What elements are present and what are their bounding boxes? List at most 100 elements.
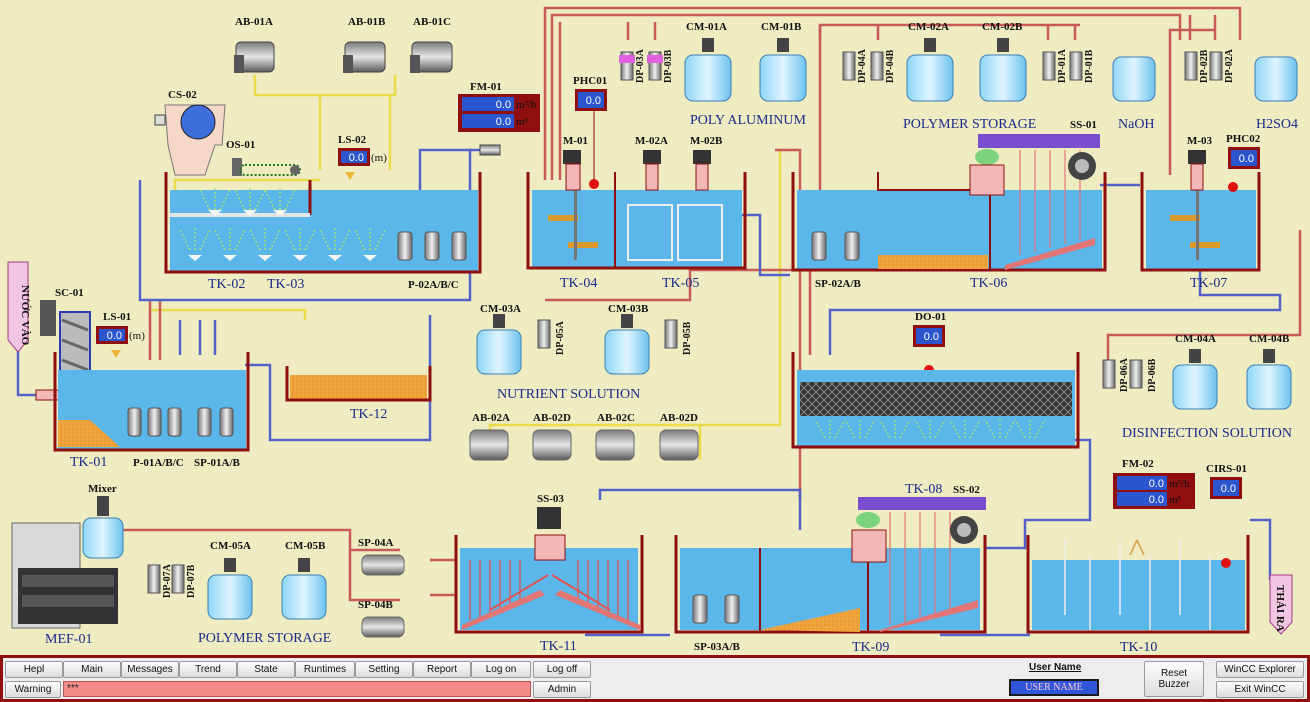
messages-button[interactable]: Messages xyxy=(121,661,179,678)
sludge-scraper-ss03[interactable] xyxy=(534,507,566,561)
coarse-screen-cs02[interactable] xyxy=(154,104,226,176)
warning-button[interactable]: Warning xyxy=(5,681,61,698)
tk07-label: TK-07 xyxy=(1190,276,1227,291)
mixer-tank[interactable] xyxy=(82,496,124,559)
pump-sp02b[interactable] xyxy=(844,231,860,261)
pump-p02c[interactable] xyxy=(451,231,467,261)
chem-tank-cm04a[interactable] xyxy=(1172,349,1218,410)
phc01-label: PHC01 xyxy=(573,75,607,87)
air-blower-ab01b[interactable] xyxy=(343,41,386,73)
main-button[interactable]: Main xyxy=(63,661,121,678)
dosing-pump-dp04b[interactable] xyxy=(870,51,884,81)
dosing-pump-dp04a[interactable] xyxy=(842,51,856,81)
dosing-pump-dp02a[interactable] xyxy=(1209,51,1223,81)
tank-tk07 xyxy=(1140,172,1261,272)
pump-p01c[interactable] xyxy=(167,407,182,437)
chem-tank-cm03a[interactable] xyxy=(476,314,522,375)
cm03b-label: CM-03B xyxy=(608,303,649,315)
setting-button[interactable]: Setting xyxy=(355,661,413,678)
tank-tk10 xyxy=(1026,535,1250,634)
oil-skimmer-os01[interactable] xyxy=(232,158,301,176)
process-diagram: AB-01A AB-01B AB-01C CS-02 OS-01 LS-02 0… xyxy=(7,6,1302,655)
mixer-m02b[interactable] xyxy=(693,150,711,191)
air-blower-ab02d-1[interactable] xyxy=(532,429,572,461)
pump-sp01a[interactable] xyxy=(197,407,212,437)
mixer-m02a[interactable] xyxy=(643,150,661,191)
chem-tank-cm02b[interactable] xyxy=(979,38,1027,102)
dosing-pump-dp03a[interactable] xyxy=(619,51,635,81)
pump-sp02a[interactable] xyxy=(811,231,827,261)
ab02d1-label: AB-02D xyxy=(533,412,571,424)
dosing-pump-dp05b[interactable] xyxy=(664,319,678,349)
inlet-arrow xyxy=(7,261,29,353)
chem-tank-cm05b[interactable] xyxy=(281,558,327,620)
ls02-unit: (m) xyxy=(371,152,387,164)
trend-button[interactable]: Trend xyxy=(179,661,237,678)
ph-probe-phc02 xyxy=(1228,182,1238,192)
pump-sp03a[interactable] xyxy=(692,594,708,624)
cm04a-label: CM-04A xyxy=(1175,333,1216,345)
pump-sp01b[interactable] xyxy=(219,407,234,437)
dosing-pump-dp01a[interactable] xyxy=(1042,51,1056,81)
chem-tank-cm02a[interactable] xyxy=(906,38,954,102)
chem-tank-h2so4[interactable] xyxy=(1254,56,1298,102)
tk06-label: TK-06 xyxy=(970,276,1007,291)
disinfection-solution-label: DISINFECTION SOLUTION xyxy=(1122,426,1292,441)
dosing-pump-dp02b[interactable] xyxy=(1184,51,1198,81)
nutrient-solution-label: NUTRIENT SOLUTION xyxy=(497,387,640,402)
dosing-pump-dp01b[interactable] xyxy=(1069,51,1083,81)
wincc-explorer-button[interactable]: WinCC Explorer xyxy=(1216,661,1304,678)
mixer-m01[interactable] xyxy=(563,150,581,191)
dosing-pump-dp06a[interactable] xyxy=(1102,359,1116,389)
chem-tank-cm04b[interactable] xyxy=(1246,349,1292,410)
dosing-pump-dp03b[interactable] xyxy=(647,51,663,81)
tk05-label: TK-05 xyxy=(662,276,699,291)
alarm-line: *** xyxy=(63,681,531,697)
pump-p02b[interactable] xyxy=(424,231,440,261)
help-button[interactable]: Hepl xyxy=(5,661,63,678)
sludge-scraper-ss02[interactable] xyxy=(950,516,978,544)
chem-tank-cm01b[interactable] xyxy=(759,38,807,102)
log-off-button[interactable]: Log off xyxy=(533,661,591,678)
dosing-pump-dp05a[interactable] xyxy=(537,319,551,349)
runtimes-button[interactable]: Runtimes xyxy=(295,661,355,678)
log-on-button[interactable]: Log on xyxy=(471,661,531,678)
pump-sp03b[interactable] xyxy=(724,594,740,624)
user-name-title: User Name xyxy=(1029,662,1082,673)
mef01-label: MEF-01 xyxy=(45,632,92,647)
phc02-value: 0.0 xyxy=(1239,153,1254,165)
tk08-label: TK-08 xyxy=(905,482,942,497)
pump-sp04a[interactable] xyxy=(361,554,405,576)
air-blower-ab01c[interactable] xyxy=(410,41,453,73)
cirs01-display xyxy=(1213,480,1239,496)
filter-press-mef01[interactable] xyxy=(11,522,118,629)
pump-p02a[interactable] xyxy=(397,231,413,261)
mixer-m03[interactable] xyxy=(1188,150,1206,191)
chem-tank-cm05a[interactable] xyxy=(207,558,253,620)
state-button[interactable]: State xyxy=(237,661,295,678)
air-blower-ab02c[interactable] xyxy=(595,429,635,461)
admin-button[interactable]: Admin xyxy=(533,681,591,698)
air-blower-ab02d-2[interactable] xyxy=(659,429,699,461)
dosing-pump-dp07b[interactable] xyxy=(171,564,185,594)
pump-p01a[interactable] xyxy=(127,407,142,437)
dp05b-label: DP-05B xyxy=(682,321,693,355)
chem-tank-cm03b[interactable] xyxy=(604,314,650,375)
air-blower-ab02a[interactable] xyxy=(469,429,509,461)
sludge-scraper-ss01[interactable] xyxy=(1068,152,1096,180)
chem-tank-naoh[interactable] xyxy=(1112,56,1156,102)
sp04b-label: SP-04B xyxy=(358,599,394,611)
p01abc-label: P-01A/B/C xyxy=(133,457,184,469)
dosing-pump-dp07a[interactable] xyxy=(147,564,161,594)
pump-p01b[interactable] xyxy=(147,407,162,437)
air-blower-ab01a[interactable] xyxy=(234,41,275,73)
pump-sp04b[interactable] xyxy=(361,616,405,638)
ss01-label: SS-01 xyxy=(1070,119,1097,131)
exit-wincc-button[interactable]: Exit WinCC xyxy=(1216,681,1304,698)
report-button[interactable]: Report xyxy=(413,661,471,678)
chem-tank-cm01a[interactable] xyxy=(684,38,732,102)
dosing-pump-dp06b[interactable] xyxy=(1129,359,1143,389)
do01-label: DO-01 xyxy=(915,311,946,323)
ls01-unit: (m) xyxy=(129,330,145,342)
reset-buzzer-button[interactable]: Reset Buzzer xyxy=(1144,661,1204,697)
